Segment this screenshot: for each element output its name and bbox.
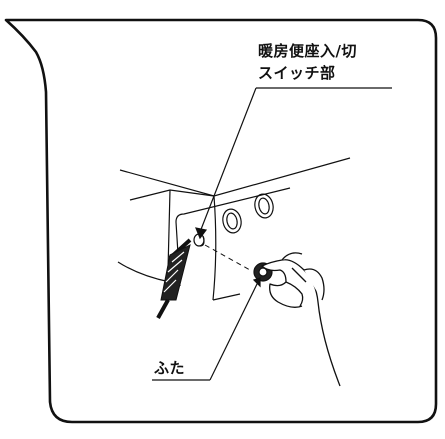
lid-label: ふた [154,359,186,377]
switch-label-line1: 暖房便座入/切 [258,42,357,60]
frame [4,18,438,424]
lid-leader [152,277,261,381]
switch-label-line2: スイッチ部 [258,64,336,82]
switch-leader [195,87,392,240]
removal-path [204,244,251,271]
control-panel [175,187,291,287]
screwdriver [156,238,192,319]
hand [261,252,341,387]
